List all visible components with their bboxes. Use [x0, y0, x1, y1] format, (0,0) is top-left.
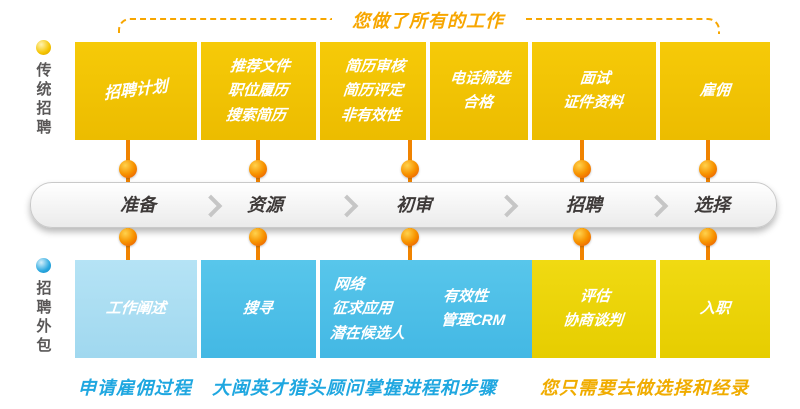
step-line: 有效性	[442, 288, 489, 306]
step-line: 招聘计划	[103, 77, 169, 103]
caption-middle: 大闽英才猎头顾问掌握进程和步骤	[212, 378, 497, 398]
connector-dot	[401, 160, 419, 178]
traditional-step-box-3: 简历审核 简历评定 非有效性	[320, 42, 426, 140]
stage-label-1: 准备	[120, 195, 156, 215]
step-line: 征求应用	[331, 300, 393, 318]
connector-dot	[249, 160, 267, 178]
chevron-right-icon	[495, 194, 519, 218]
traditional-step-box-5: 面试 证件资料	[532, 42, 656, 140]
step-line: 简历评定	[342, 82, 404, 100]
stage-label-5: 选择	[694, 195, 730, 215]
step-line: 入职	[699, 300, 731, 318]
step-line: 评估	[579, 288, 611, 306]
step-line: 非有效性	[340, 106, 402, 124]
yellow-sphere-icon	[35, 40, 51, 55]
blue-sphere-icon	[35, 258, 51, 273]
rail-outsourcing: 招聘外包	[28, 258, 58, 356]
chevron-right-icon	[199, 194, 223, 218]
connector-dot	[699, 160, 717, 178]
step-line: 雇佣	[699, 82, 731, 100]
step-line: 搜寻	[242, 300, 275, 318]
step-line: 搜索简历	[225, 106, 288, 124]
outsourcing-step-box-3: 网络 征求应用 潜在候选人	[320, 260, 440, 358]
process-band: 准备 资源 初审 招聘 选择	[30, 182, 777, 228]
caption-right: 您只需要去做选择和经录	[540, 378, 749, 398]
stage-label-4: 招聘	[566, 195, 602, 215]
stage-label-2: 资源	[247, 195, 283, 215]
bracket-dashed-left	[118, 18, 332, 34]
chevron-right-icon	[335, 194, 359, 218]
step-line: 工作阐述	[105, 300, 167, 318]
outsourcing-step-box-5: 评估 协商谈判	[532, 260, 656, 358]
outsourcing-step-box-1: 工作阐述	[75, 260, 197, 358]
step-line: 证件资料	[562, 94, 624, 112]
connector-dot	[573, 160, 591, 178]
step-line: 职位履历	[227, 82, 290, 100]
step-line: 合格	[462, 94, 494, 112]
stage-label-3: 初审	[396, 195, 432, 215]
step-line: 推荐文件	[229, 58, 292, 76]
traditional-step-box-1: 招聘计划	[75, 42, 197, 140]
step-line: 管理CRM	[440, 312, 506, 330]
traditional-step-box-2: 推荐文件 职位履历 搜索简历	[201, 42, 316, 140]
connector-dot	[249, 228, 267, 246]
top-caption: 您做了所有的工作	[352, 11, 504, 31]
outsourcing-step-box-4: 有效性 管理CRM	[430, 260, 540, 358]
rail-traditional: 传统招聘	[28, 40, 58, 138]
caption-left: 申请雇佣过程	[78, 378, 192, 398]
rail-traditional-label: 传统招聘	[34, 62, 52, 138]
step-line: 电话筛选	[449, 70, 511, 88]
step-line: 潜在候选人	[329, 324, 406, 342]
step-line: 简历审核	[344, 58, 406, 76]
step-line: 网络	[333, 276, 365, 294]
outsourcing-step-box-6: 入职	[660, 260, 770, 358]
chevron-right-icon	[645, 194, 669, 218]
outsourcing-step-box-2: 搜寻	[201, 260, 316, 358]
step-line: 面试	[579, 70, 611, 88]
connector-dot	[401, 228, 419, 246]
connector-dot	[573, 228, 591, 246]
step-line: 协商谈判	[562, 312, 624, 330]
rail-outsourcing-label: 招聘外包	[34, 280, 52, 356]
traditional-step-box-4: 电话筛选 合格	[430, 42, 528, 140]
traditional-step-box-6: 雇佣	[660, 42, 770, 140]
connector-dot	[119, 228, 137, 246]
bracket-dashed-right	[526, 18, 720, 34]
connector-dot	[699, 228, 717, 246]
connector-dot	[119, 160, 137, 178]
